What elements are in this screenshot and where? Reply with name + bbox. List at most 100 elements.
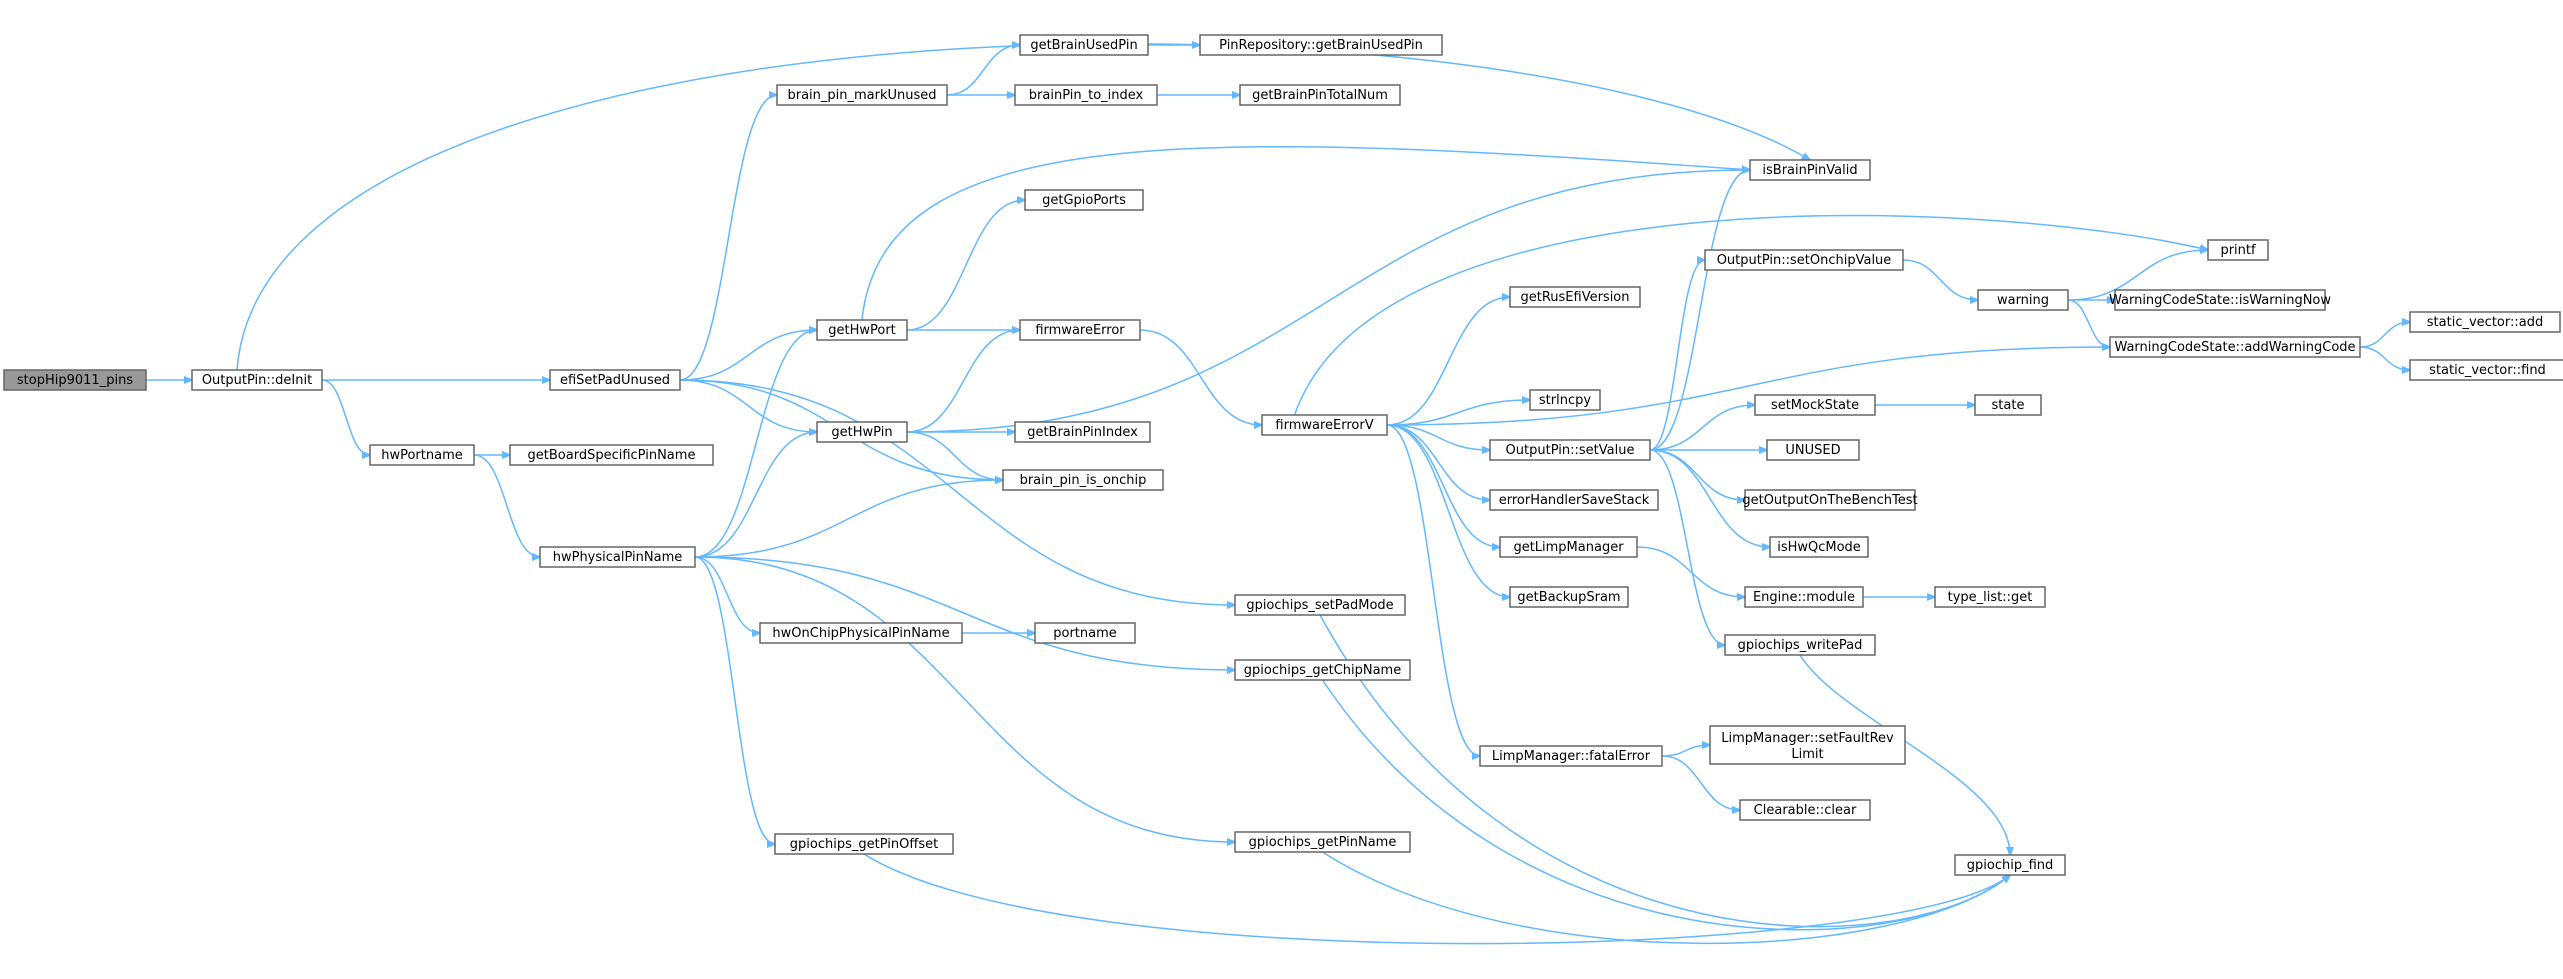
node-hwPortname[interactable]: hwPortname [369, 444, 475, 466]
node-box [1709, 725, 1906, 765]
node-getBrainPinIndex[interactable]: getBrainPinIndex [1014, 421, 1151, 443]
node-state[interactable]: state [1974, 394, 2042, 416]
node-isValid[interactable]: isBrainPinValid [1749, 159, 1871, 181]
node-deInit[interactable]: OutputPin::deInit [191, 369, 323, 391]
node-hwQc[interactable]: isHwQcMode [1769, 536, 1869, 558]
node-isWarningNow[interactable]: WarningCodeState::isWarningNow [2109, 289, 2331, 311]
node-label: getOutputOnTheBenchTest [1742, 493, 1917, 508]
node-setMock[interactable]: setMockState [1754, 394, 1876, 416]
node-box [2109, 336, 2361, 358]
edge-hwPortname-to-hwPhysical [473, 454, 540, 557]
node-label: LimpManager::fatalError [1492, 749, 1651, 764]
node-svFind[interactable]: static_vector::find [2409, 359, 2563, 381]
node-clearableClear[interactable]: Clearable::clear [1739, 799, 1871, 821]
node-hwPhysical[interactable]: hwPhysicalPinName [539, 546, 696, 568]
node-getHwPort[interactable]: getHwPort [816, 319, 908, 341]
node-unused[interactable]: UNUSED [1766, 439, 1860, 461]
node-box [1479, 745, 1663, 767]
edge-errorV-to-saveStack [1386, 424, 1490, 500]
node-box [539, 546, 696, 568]
node-box [1261, 414, 1388, 436]
node-pinRepoUsed[interactable]: PinRepository::getBrainUsedPin [1199, 34, 1443, 56]
node-getBrainUsedPin[interactable]: getBrainUsedPin [1019, 34, 1149, 56]
node-setPadMode[interactable]: gpiochips_setPadMode [1234, 594, 1406, 616]
edge-getHwPort-to-isValid [861, 145, 1750, 321]
node-portname[interactable]: portname [1034, 622, 1136, 644]
node-saveStack[interactable]: errorHandlerSaveStack [1489, 489, 1659, 511]
node-label: brainPin_to_index [1029, 88, 1144, 103]
node-printf[interactable]: printf [2207, 239, 2269, 261]
node-label: OutputPin::setValue [1506, 443, 1635, 458]
node-setValue[interactable]: OutputPin::setValue [1489, 439, 1651, 461]
node-getPinName[interactable]: gpiochips_getPinName [1234, 831, 1411, 853]
node-warning[interactable]: warning [1977, 289, 2069, 311]
node-label: LimpManager::setFaultRev [1721, 731, 1894, 746]
node-label: getBackupSram [1517, 590, 1620, 605]
node-typeListGet[interactable]: type_list::get [1934, 586, 2046, 608]
node-box [2409, 359, 2563, 381]
node-box [3, 369, 147, 391]
node-label: efiSetPadUnused [560, 373, 670, 388]
node-hwOnChip[interactable]: hwOnChipPhysicalPinName [759, 622, 963, 644]
node-pinToIndex[interactable]: brainPin_to_index [1014, 84, 1158, 106]
node-stopHip[interactable]: stopHip9011_pins [3, 369, 147, 391]
node-label: getLimpManager [1513, 540, 1624, 555]
node-box [1014, 84, 1158, 106]
node-label: state [1992, 398, 2025, 413]
node-totalNum[interactable]: getBrainPinTotalNum [1239, 84, 1401, 106]
edge-errorV-to-fatalError [1386, 424, 1480, 756]
node-engineModule[interactable]: Engine::module [1744, 586, 1864, 608]
edge-errorV-to-getLimp [1386, 424, 1500, 547]
node-label: WarningCodeState::addWarningCode [2114, 340, 2355, 355]
node-label: Engine::module [1753, 590, 1855, 605]
node-label: getHwPin [831, 425, 892, 440]
node-getGpioPorts[interactable]: getGpioPorts [1024, 189, 1144, 211]
node-getPinOffset[interactable]: gpiochips_getPinOffset [774, 833, 954, 855]
edge-setValue-to-setMock [1649, 405, 1755, 451]
edge-errorV-to-addWarning [1386, 347, 2110, 426]
node-firmwareError[interactable]: firmwareError [1019, 319, 1141, 341]
node-box [2207, 239, 2269, 261]
edge-setValue-to-benchTest [1649, 449, 1745, 500]
node-fatalError[interactable]: LimpManager::fatalError [1479, 745, 1663, 767]
node-label: hwPortname [381, 448, 463, 463]
node-backupSram[interactable]: getBackupSram [1509, 586, 1629, 608]
node-getHwPin[interactable]: getHwPin [816, 421, 908, 443]
node-box [1014, 421, 1151, 443]
node-gpiochipFind[interactable]: gpiochip_find [1954, 854, 2066, 876]
node-getLimp[interactable]: getLimpManager [1499, 536, 1638, 558]
edge-getHwPin-to-isOnchip [906, 431, 1003, 480]
node-label-line2: Limit [1791, 747, 1823, 762]
node-box [1977, 289, 2069, 311]
nodes: stopHip9011_pins OutputPin::deInithwPortn… [3, 34, 2563, 876]
node-label: getBoardSpecificPinName [528, 448, 696, 463]
node-writePad[interactable]: gpiochips_writePad [1724, 634, 1876, 656]
edge-efiSetPadUnused-to-getHwPin [679, 379, 817, 432]
node-svAdd[interactable]: static_vector::add [2409, 311, 2561, 333]
node-getChipName[interactable]: gpiochips_getChipName [1234, 659, 1411, 681]
edge-getHwPin-to-firmwareError [906, 330, 1020, 433]
node-label: getGpioPorts [1042, 193, 1126, 208]
node-getBoardSpecific[interactable]: getBoardSpecificPinName [509, 444, 714, 466]
edge-errorV-to-setValue [1386, 424, 1490, 450]
node-box [816, 319, 908, 341]
node-box [1766, 439, 1860, 461]
node-box [1019, 34, 1149, 56]
node-box [1019, 319, 1141, 341]
node-efiSetPadUnused[interactable]: efiSetPadUnused [549, 369, 681, 391]
node-strlncpy[interactable]: strlncpy [1529, 389, 1601, 411]
node-box [774, 833, 954, 855]
edge-getPinName-to-gpiochipFind [1322, 851, 2011, 945]
node-markUnused[interactable]: brain_pin_markUnused [776, 84, 948, 106]
node-label: stopHip9011_pins [17, 373, 133, 388]
node-errorV[interactable]: firmwareErrorV [1261, 414, 1388, 436]
node-label: static_vector::find [2429, 363, 2546, 378]
node-label: firmwareError [1035, 323, 1125, 338]
node-rusEfi[interactable]: getRusEfiVersion [1509, 286, 1641, 308]
node-isOnchip[interactable]: brain_pin_is_onchip [1002, 469, 1164, 491]
node-addWarning[interactable]: WarningCodeState::addWarningCode [2109, 336, 2361, 358]
node-setOnchip[interactable]: OutputPin::setOnchipValue [1704, 249, 1904, 271]
node-benchTest[interactable]: getOutputOnTheBenchTest [1742, 489, 1918, 511]
